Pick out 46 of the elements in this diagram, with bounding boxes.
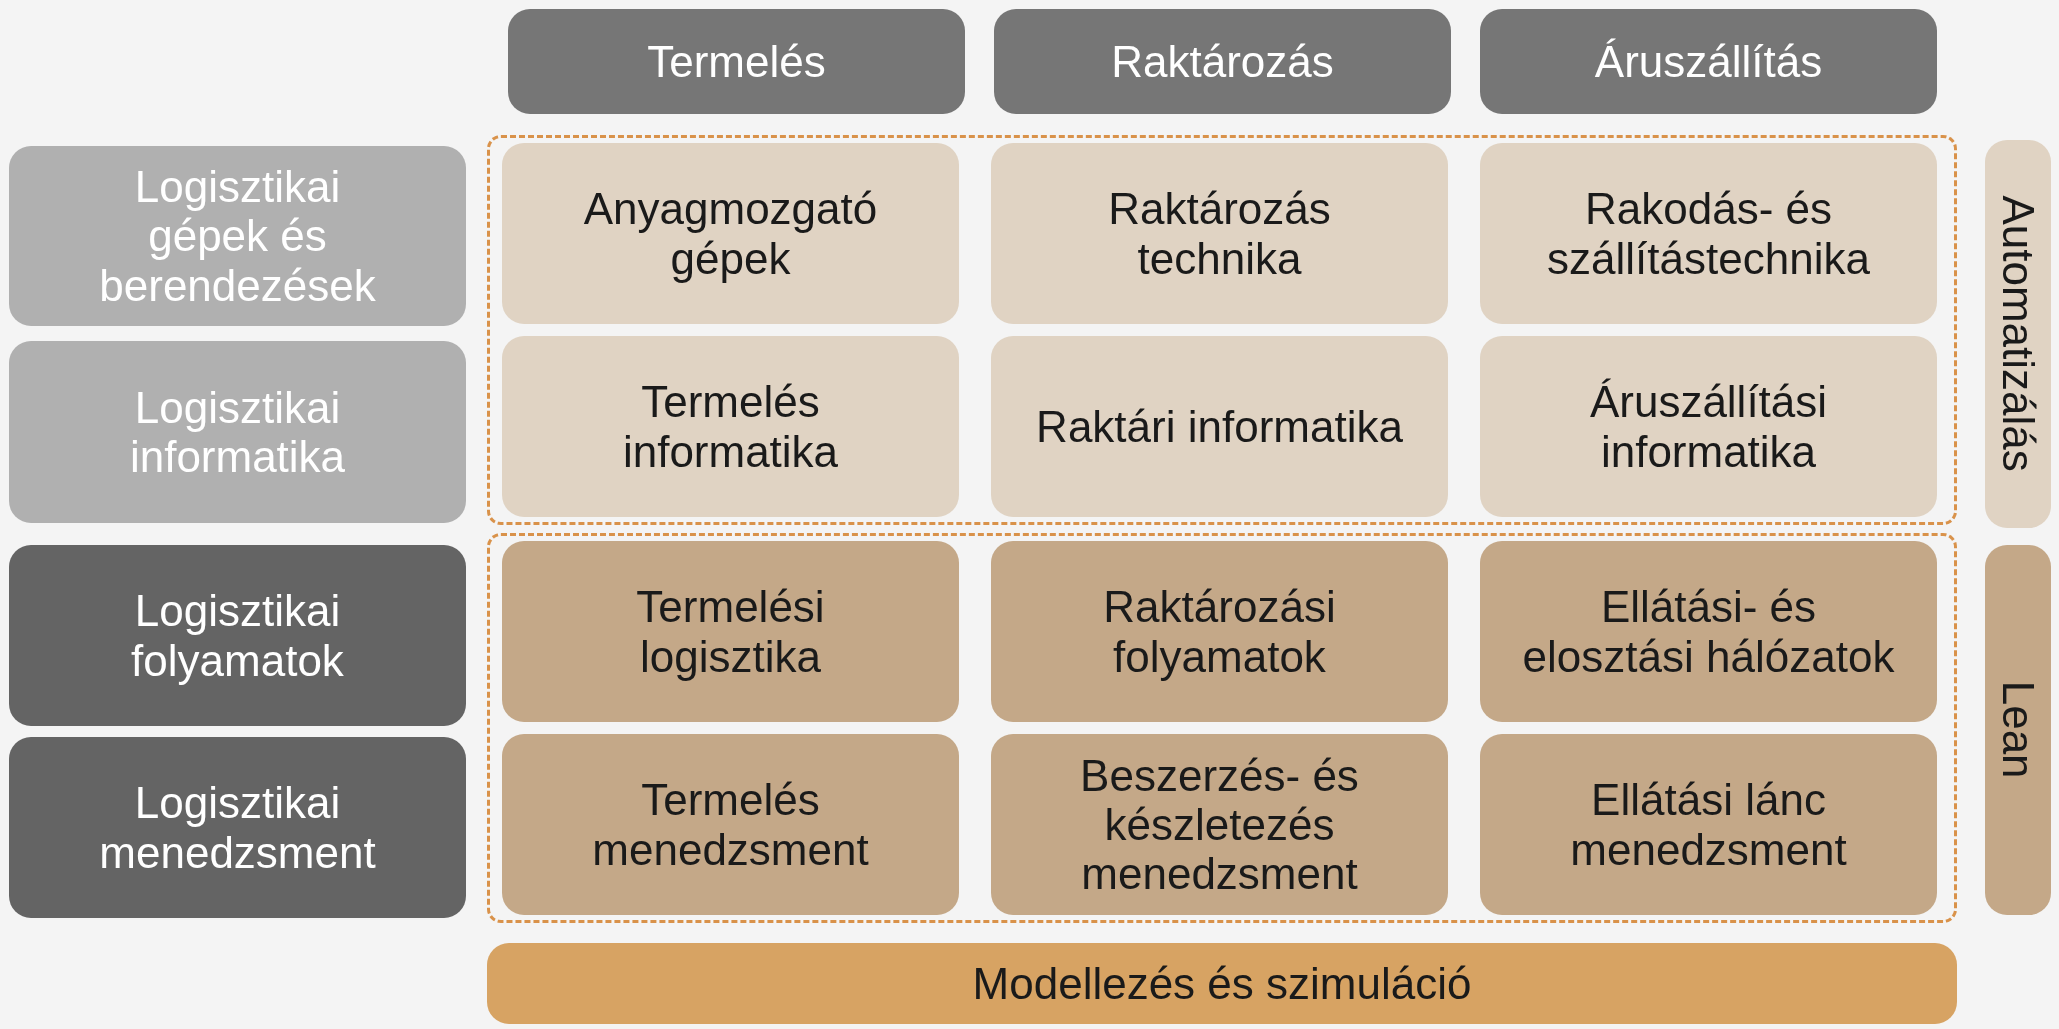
dashed-group-frame — [487, 135, 1957, 525]
label-box — [1480, 9, 1937, 114]
box-label: Áruszállítás — [1594, 36, 1823, 87]
label-box — [9, 341, 466, 523]
label-box — [994, 9, 1451, 114]
box-label: Termelési logisztika — [635, 582, 826, 681]
box-label: Ellátási lánc menedzsment — [1569, 775, 1848, 874]
box-label: Logisztikai menedzsment — [98, 778, 377, 877]
label-box — [1985, 545, 2051, 915]
label-box — [991, 336, 1448, 517]
box-label: Áruszállítási informatika — [1588, 377, 1829, 476]
label-box — [991, 734, 1448, 915]
box-label: Ellátási- és elosztási hálózatok — [1521, 582, 1896, 681]
label-box — [1480, 143, 1937, 324]
dashed-group-frame — [487, 533, 1957, 923]
label-box — [508, 9, 965, 114]
label-box — [991, 541, 1448, 722]
label-box — [502, 541, 959, 722]
box-label: Raktári informatika — [1036, 401, 1403, 452]
label-box — [9, 146, 466, 326]
label-box — [9, 737, 466, 918]
label-box — [1480, 734, 1937, 915]
box-label: Beszerzés- és készletezés menedzsment — [1079, 750, 1360, 899]
box-label: Raktározás — [1111, 36, 1334, 87]
box-label: Logisztikai folyamatok — [130, 586, 345, 685]
label-box — [502, 143, 959, 324]
box-label: Anyagmozgató gépek — [582, 184, 879, 283]
label-box — [1480, 541, 1937, 722]
label-box — [1480, 336, 1937, 517]
box-label: Lean — [1993, 681, 2043, 779]
box-label: Logisztikai informatika — [128, 382, 347, 482]
box-label: Rakodás- és szállítástechnika — [1546, 184, 1871, 283]
label-box — [502, 336, 959, 517]
label-box — [1985, 140, 2051, 528]
box-label: Automatizálás — [1993, 195, 2043, 473]
label-box — [991, 143, 1448, 324]
label-box — [9, 545, 466, 726]
box-label: Termelés informatika — [621, 377, 840, 476]
box-label: Raktározás technika — [1107, 184, 1332, 283]
box-label: Termelés menedzsment — [591, 775, 870, 874]
box-label: Modellezés és szimuláció — [972, 958, 1472, 1009]
box-label: Raktározási folyamatok — [1102, 582, 1337, 681]
label-box — [502, 734, 959, 915]
label-box — [487, 943, 1957, 1024]
box-label: Logisztikai gépek és berendezések — [98, 162, 377, 310]
box-label: Termelés — [647, 36, 826, 87]
